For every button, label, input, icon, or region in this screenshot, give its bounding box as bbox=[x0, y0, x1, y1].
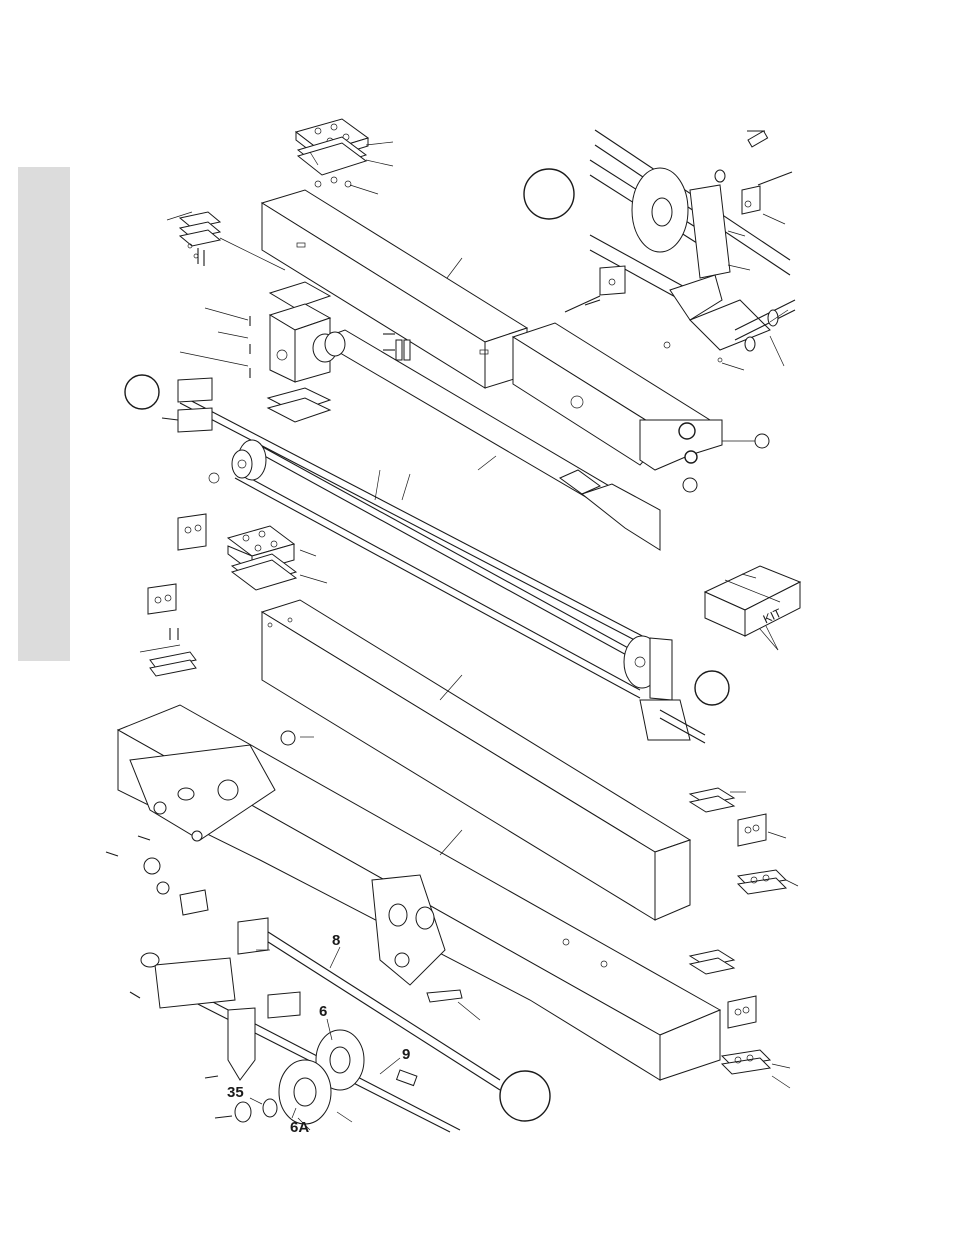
top-wear-pad-stack bbox=[296, 119, 368, 187]
callout-part-9: 9 bbox=[402, 1047, 410, 1062]
detail-marker-circle-3 bbox=[695, 671, 729, 705]
callout-part-6: 6 bbox=[319, 1004, 327, 1019]
leader-part-9 bbox=[380, 1058, 400, 1074]
detail-marker-circle-4 bbox=[500, 1071, 550, 1121]
kit-box-illustration: KIT bbox=[705, 566, 800, 650]
detail-marker-circle-1 bbox=[524, 169, 574, 219]
callout-part-35: 35 bbox=[227, 1085, 244, 1100]
detail-view-top-right bbox=[565, 130, 795, 362]
detail-marker-circle-2 bbox=[125, 375, 159, 409]
callout-part-8: 8 bbox=[332, 933, 340, 948]
leader-part-8 bbox=[330, 947, 340, 968]
leader-part-35 bbox=[250, 1098, 262, 1104]
callout-part-6a: 6A bbox=[290, 1120, 309, 1135]
